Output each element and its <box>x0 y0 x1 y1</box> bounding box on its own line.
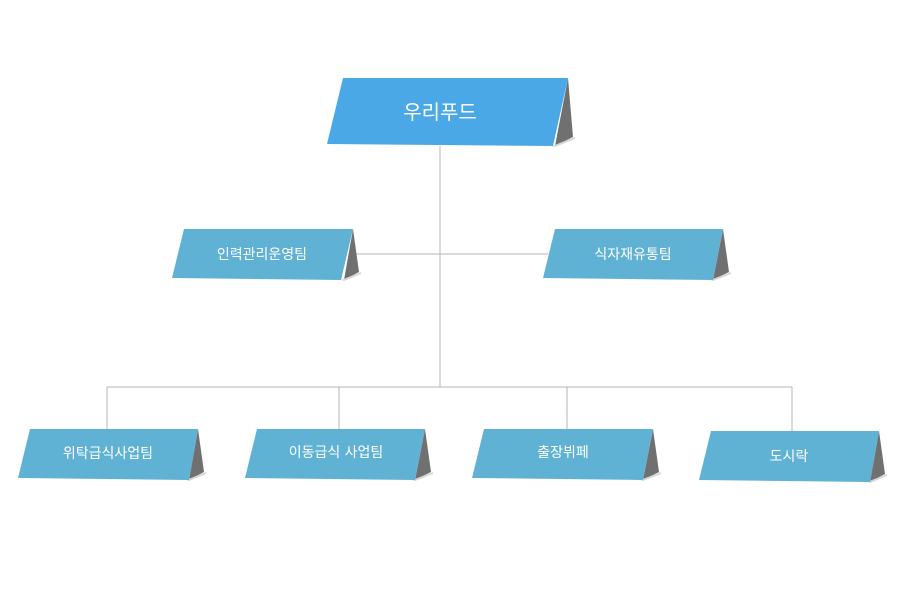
org-node-contract-catering-team: 위탁급식사업팀 <box>18 429 206 481</box>
org-node-label: 식자재유통팀 <box>594 247 671 263</box>
org-node-label: 인력관리운영팀 <box>217 247 307 263</box>
org-node-outside-buffet: 출장뷔페 <box>472 429 661 481</box>
connector-lines <box>106 146 793 431</box>
org-node-label: 이동급식 사업팀 <box>289 445 384 461</box>
org-node-mobile-catering-team: 이동급식 사업팀 <box>245 429 433 481</box>
org-node-label: 도시락 <box>770 449 809 465</box>
org-node-food-distribution-team: 식자재유통팀 <box>543 229 731 281</box>
org-node-label: 위탁급식사업팀 <box>63 446 153 462</box>
org-node-label: 출장뷔페 <box>537 445 589 461</box>
org-node-lunchbox: 도시락 <box>699 431 887 483</box>
org-node-label: 우리푸드 <box>403 100 477 124</box>
org-node-root: 우리푸드 <box>327 78 575 147</box>
org-node-hr-team: 인력관리운영팀 <box>172 229 361 281</box>
